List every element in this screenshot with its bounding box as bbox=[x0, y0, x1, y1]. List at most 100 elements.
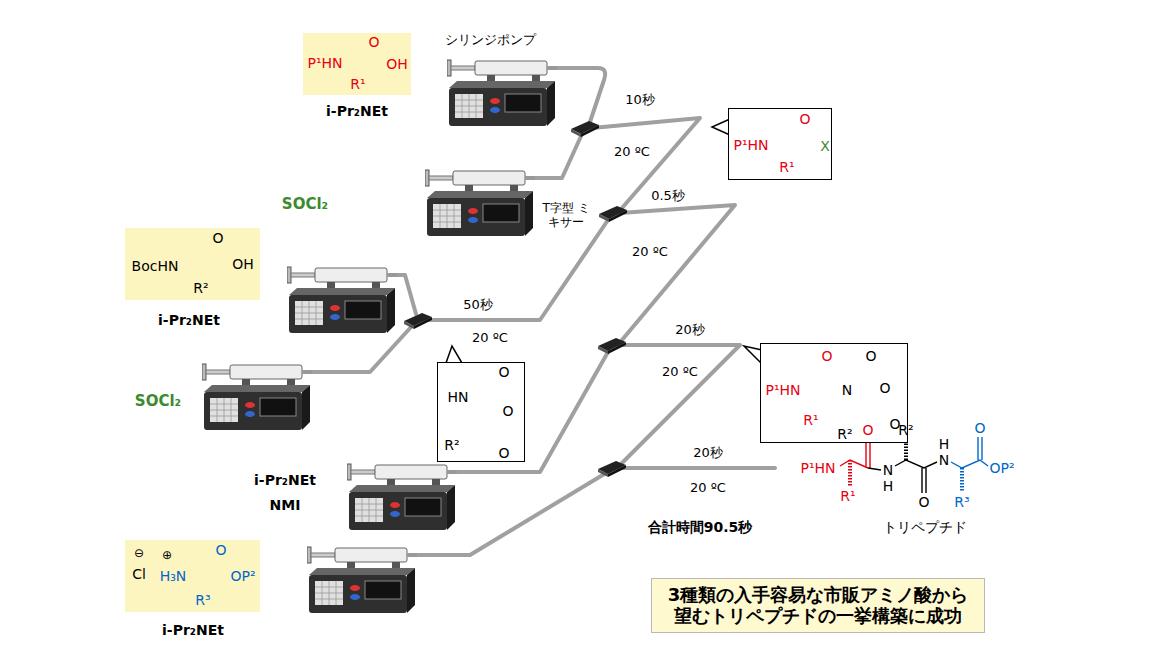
label: H bbox=[883, 478, 894, 494]
tubes bbox=[557, 68, 605, 122]
node-text: R² bbox=[837, 426, 852, 442]
node-text: O bbox=[498, 445, 509, 461]
label: R³ bbox=[954, 494, 969, 510]
node-text: i-Pr₂NEt bbox=[326, 103, 388, 119]
tubes bbox=[592, 118, 700, 208]
label: O bbox=[862, 422, 873, 438]
bonds-tripeptide bbox=[848, 460, 852, 486]
amino-acid-box: P¹HNOOHR¹i-Pr₂NEt bbox=[303, 33, 411, 95]
label: トリペプチド bbox=[883, 519, 967, 535]
intermediate-callout: P¹HNOXR¹ bbox=[728, 108, 832, 180]
node-text: ⊖ bbox=[134, 547, 144, 561]
t-mixers bbox=[404, 121, 627, 477]
label: i-Pr₂NEt bbox=[254, 472, 316, 488]
bonds-tripeptide bbox=[840, 440, 870, 468]
unca-callout: P¹HNONOOOR¹R² bbox=[760, 343, 908, 443]
syringe-pumps bbox=[347, 464, 457, 530]
label: T字型 ミキサー bbox=[540, 202, 592, 230]
label: シリンジポンプ bbox=[445, 33, 536, 48]
label: O bbox=[974, 420, 985, 436]
label: 50秒 bbox=[463, 298, 493, 313]
callout-tails bbox=[446, 346, 462, 363]
node-text: O bbox=[368, 34, 379, 50]
node-text: P¹HN bbox=[765, 382, 800, 398]
bonds-tripeptide bbox=[904, 440, 908, 460]
node-text: R¹ bbox=[779, 159, 794, 175]
label: 合計時間90.5秒 bbox=[648, 519, 753, 535]
syringe-pumps bbox=[307, 547, 417, 613]
node-text: 3種類の入手容易な市販アミノ酸から 望むトリペプチドの一挙構築に成功 bbox=[666, 585, 970, 626]
label: NMI bbox=[270, 497, 301, 513]
node-text: i-Pr₂NEt bbox=[162, 622, 224, 638]
syringe-pumps bbox=[202, 60, 557, 613]
label: 20 ºC bbox=[690, 481, 726, 496]
tubes bbox=[535, 134, 582, 178]
t-mixers bbox=[598, 461, 626, 477]
t-mixers bbox=[571, 121, 599, 137]
node-text: N bbox=[842, 382, 852, 398]
node-text: O bbox=[879, 380, 890, 396]
label: H bbox=[939, 436, 950, 452]
tubes bbox=[618, 345, 740, 463]
label: SOCl₂ bbox=[135, 393, 181, 410]
label: 0.5秒 bbox=[651, 189, 685, 204]
node-text: O bbox=[799, 111, 810, 127]
node-text: OH bbox=[386, 56, 408, 72]
node-text: P¹HN bbox=[307, 55, 342, 71]
label: 20 ºC bbox=[472, 331, 508, 346]
bonds-tripeptide bbox=[951, 437, 988, 468]
node-text: R² bbox=[444, 437, 459, 453]
node-text: HN bbox=[448, 389, 469, 405]
node-text: R³ bbox=[195, 592, 210, 608]
t-mixers bbox=[598, 338, 626, 354]
node-text: P¹HN bbox=[733, 137, 768, 153]
node-text: Cl bbox=[132, 566, 146, 582]
bonds-tripeptide bbox=[840, 437, 988, 493]
node-text: O bbox=[215, 542, 226, 558]
t-mixers bbox=[599, 206, 627, 222]
label: OP² bbox=[989, 460, 1014, 476]
node-text: R¹ bbox=[803, 412, 818, 428]
node-text: O bbox=[502, 403, 513, 419]
node-text: OP² bbox=[230, 568, 255, 584]
syringe-pumps bbox=[202, 364, 312, 430]
summary-box: 3種類の入手容易な市販アミノ酸から 望むトリペプチドの一挙構築に成功 bbox=[651, 578, 985, 633]
callout-tails bbox=[446, 119, 762, 364]
label: SOCl₂ bbox=[282, 196, 328, 213]
label: 20秒 bbox=[675, 323, 705, 338]
syringe-pumps bbox=[447, 60, 557, 126]
nca-callout: HN O O O R² bbox=[437, 362, 525, 462]
node-text: i-Pr₂NEt bbox=[158, 312, 220, 328]
amino-acid-box: ⊖Cl⊕H₃NOOP²R³i-Pr₂NEt bbox=[125, 540, 260, 612]
node-text: O bbox=[821, 348, 832, 364]
node-text: H₃N bbox=[160, 568, 187, 584]
node-text: O bbox=[212, 230, 223, 246]
label: O bbox=[918, 494, 929, 510]
bonds-tripeptide bbox=[960, 468, 964, 492]
node-text: O bbox=[865, 348, 876, 364]
label: 20 ºC bbox=[662, 365, 698, 380]
node-text: O bbox=[498, 364, 509, 380]
node-text: BocHN bbox=[132, 258, 179, 274]
label: R¹ bbox=[840, 488, 855, 504]
label: R² bbox=[898, 422, 913, 438]
label: 20 ºC bbox=[632, 245, 668, 260]
bonds-tripeptide bbox=[868, 460, 937, 493]
amino-acid-box: BocHNOOHR²i-Pr₂NEt bbox=[125, 228, 260, 300]
node-text: R² bbox=[193, 280, 208, 296]
label: N bbox=[883, 462, 893, 478]
tubes bbox=[397, 275, 416, 314]
tubes bbox=[618, 466, 775, 470]
t-mixers bbox=[404, 313, 432, 329]
label: 10秒 bbox=[625, 93, 655, 108]
label: N bbox=[939, 452, 949, 468]
syringe-pumps bbox=[425, 170, 535, 236]
node-text: ⊕ bbox=[162, 549, 172, 563]
tubes bbox=[620, 205, 735, 340]
node-text: R¹ bbox=[350, 76, 365, 92]
label: 20秒 bbox=[693, 446, 723, 461]
syringe-pumps bbox=[287, 267, 397, 333]
node-text: OH bbox=[232, 256, 254, 272]
label: P¹HN bbox=[800, 460, 835, 476]
